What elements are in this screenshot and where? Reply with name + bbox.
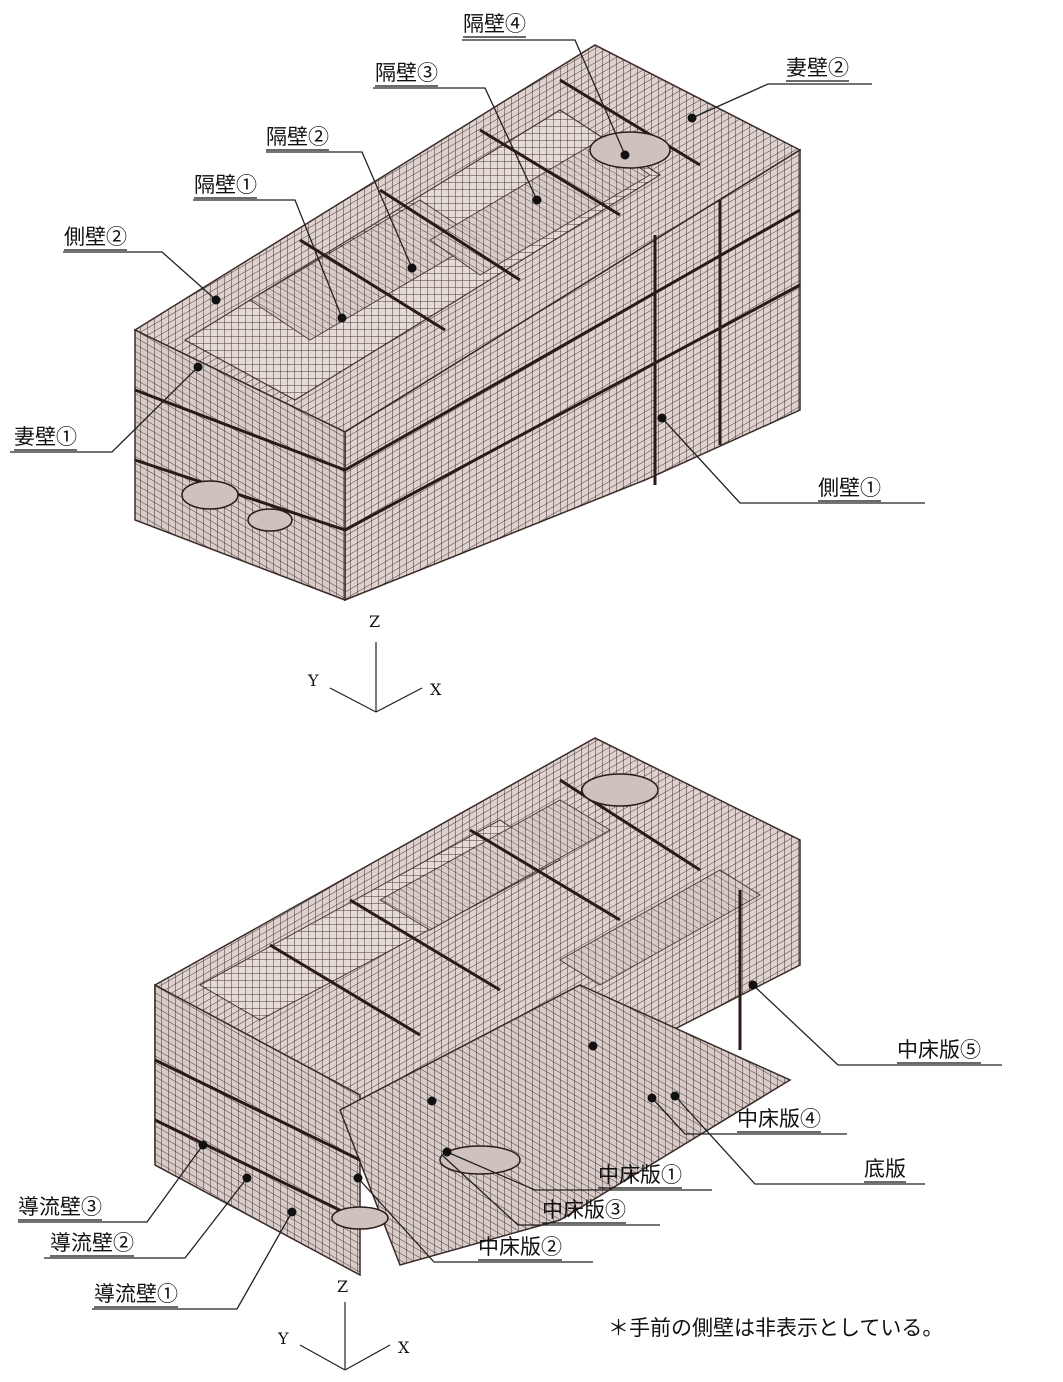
dot-partition4 — [620, 150, 630, 160]
dot-guide-wall1 — [287, 1207, 297, 1217]
bottom-axis-y-label: Y — [277, 1329, 289, 1348]
bottom-x-axis — [344, 1344, 391, 1371]
top-x-axis — [375, 687, 423, 713]
bottom-leaders — [18, 984, 1002, 1310]
top-axis-z-label: Z — [369, 612, 380, 631]
dot-partition1 — [337, 313, 347, 323]
bottom-axis-x-label: X — [398, 1338, 410, 1357]
top-labels: 隔壁④ 隔壁③ 隔壁② 隔壁① 妻壁② 側壁② 妻壁① 側壁① — [14, 12, 881, 502]
label-mid-slab5: 中床版⑤ — [897, 1038, 981, 1062]
dot-mid-slab4 — [647, 1093, 657, 1103]
top-mesh-model — [133, 44, 802, 602]
dot-bottom-slab — [670, 1091, 680, 1101]
dot-end-wall2 — [687, 113, 697, 123]
bottom-leader-dots — [198, 980, 758, 1217]
label-partition1: 隔壁① — [194, 173, 257, 197]
dot-inner-a — [588, 1041, 598, 1051]
label-side-wall2: 側壁② — [64, 225, 127, 249]
label-bottom-slab: 底版 — [864, 1157, 906, 1181]
dot-side-wall2 — [211, 295, 221, 305]
label-mid-slab2: 中床版② — [478, 1235, 562, 1259]
bottom-labels: 中床版⑤ 中床版④ 底版 中床版① 中床版③ 中床版② 導流壁③ 導流壁② 導流… — [18, 1038, 981, 1308]
dot-mid-slab1 — [442, 1147, 452, 1157]
top-axis-x-label: X — [430, 680, 442, 699]
dot-mid-slab3 — [427, 1096, 437, 1106]
bottom-axis-triad — [299, 1302, 391, 1371]
dot-partition3 — [532, 195, 542, 205]
dot-partition2 — [407, 263, 417, 273]
label-side-wall1: 側壁① — [818, 476, 881, 500]
label-end-wall1: 妻壁① — [14, 425, 77, 449]
label-partition3: 隔壁③ — [375, 61, 438, 85]
hidden-wall-note: ＊手前の側壁は非表示としている。 — [608, 1316, 944, 1340]
top-leader-dots — [193, 113, 697, 423]
bottom-y-axis — [299, 1344, 346, 1371]
dot-mid-slab2 — [353, 1173, 363, 1183]
dot-end-wall1 — [193, 362, 203, 372]
label-guide-wall1: 導流壁① — [94, 1282, 178, 1306]
dot-side-wall1 — [657, 413, 667, 423]
label-partition4: 隔壁④ — [463, 12, 526, 36]
top-axis-y-label: Y — [307, 671, 319, 690]
label-mid-slab1: 中床版① — [598, 1163, 682, 1187]
label-end-wall2: 妻壁② — [786, 56, 849, 80]
label-partition2: 隔壁② — [266, 125, 329, 149]
label-mid-slab3: 中床版③ — [542, 1198, 626, 1222]
dot-guide-wall3 — [198, 1140, 208, 1150]
dot-mid-slab5 — [748, 980, 758, 990]
dot-guide-wall2 — [242, 1173, 252, 1183]
bottom-mesh-model — [154, 737, 801, 1277]
label-mid-slab4: 中床版④ — [737, 1107, 821, 1131]
label-guide-wall3: 導流壁③ — [18, 1195, 102, 1219]
top-axis-triad — [329, 642, 423, 713]
top-leaders — [10, 39, 925, 504]
label-guide-wall2: 導流壁② — [50, 1231, 134, 1255]
bottom-axis-z-label: Z — [337, 1277, 348, 1296]
top-y-axis — [329, 687, 377, 713]
